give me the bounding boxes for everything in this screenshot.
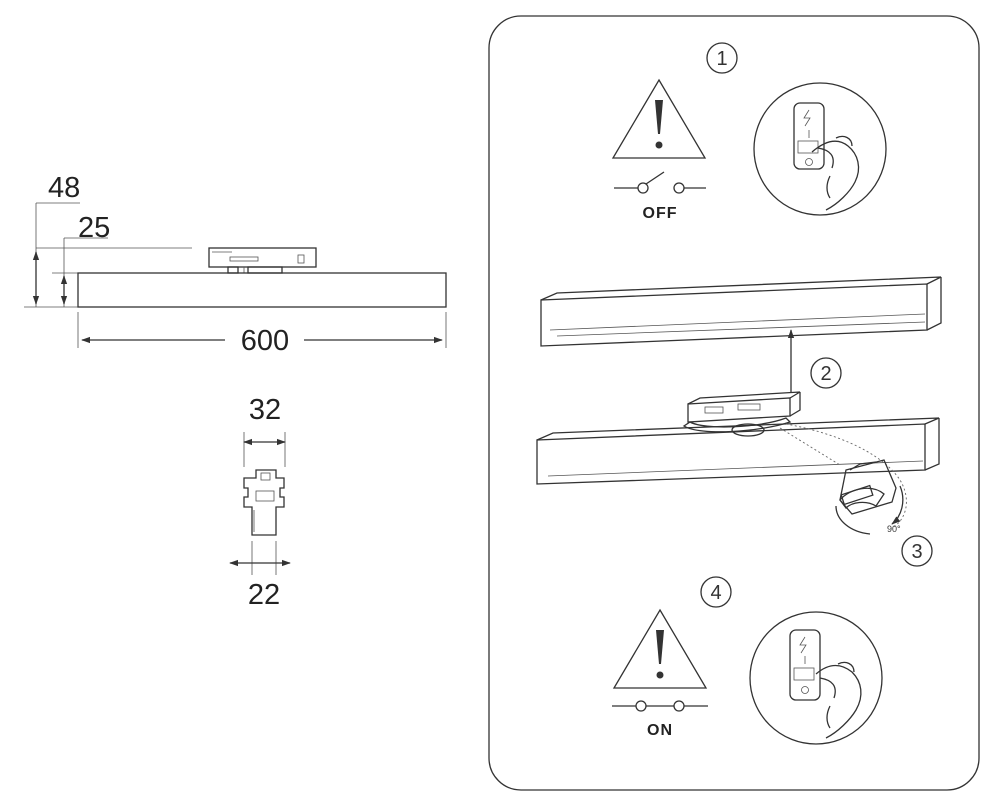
power-switch xyxy=(793,102,825,170)
step-3-badge xyxy=(901,535,933,567)
step-4-badge xyxy=(700,576,732,608)
step-2-number: 2 xyxy=(820,363,831,385)
lightning-icon xyxy=(803,109,811,127)
end-view-drawing: 32 22 xyxy=(229,394,291,611)
end-profile xyxy=(243,469,285,536)
step-1: 1 OFF xyxy=(611,42,887,222)
upper-luminaire xyxy=(540,276,942,347)
rotation-angle: 90° xyxy=(887,524,901,534)
warning-icon-2 xyxy=(612,608,708,689)
hand-icon-2 xyxy=(815,664,862,739)
step-4-number: 4 xyxy=(710,582,721,604)
length-label: 600 xyxy=(241,325,289,357)
step-4: 4 ON xyxy=(612,576,883,745)
instructions-panel xyxy=(488,15,980,791)
height-total-label: 48 xyxy=(48,172,80,204)
width-top-label: 32 xyxy=(249,394,281,426)
side-view-drawing: 48 25 600 xyxy=(24,172,447,357)
lightning-icon-2 xyxy=(799,636,807,654)
power-switch-detail xyxy=(753,82,887,216)
track-adapter xyxy=(208,247,317,268)
step-2-badge xyxy=(810,357,842,389)
switch-on-label: ON xyxy=(647,722,673,739)
width-body-label: 22 xyxy=(248,579,280,611)
step-1-number: 1 xyxy=(716,48,727,70)
switch-off-label: OFF xyxy=(643,205,678,222)
power-switch-detail-2 xyxy=(749,611,883,745)
step-1-badge xyxy=(706,42,738,74)
height-body-label: 25 xyxy=(78,212,110,244)
warning-icon xyxy=(611,78,707,159)
power-switch-2 xyxy=(789,629,821,701)
step-3-number: 3 xyxy=(911,541,922,563)
luminaire-body xyxy=(77,272,447,308)
hand-icon xyxy=(811,140,860,211)
rotate-detail: 90° xyxy=(779,423,907,535)
